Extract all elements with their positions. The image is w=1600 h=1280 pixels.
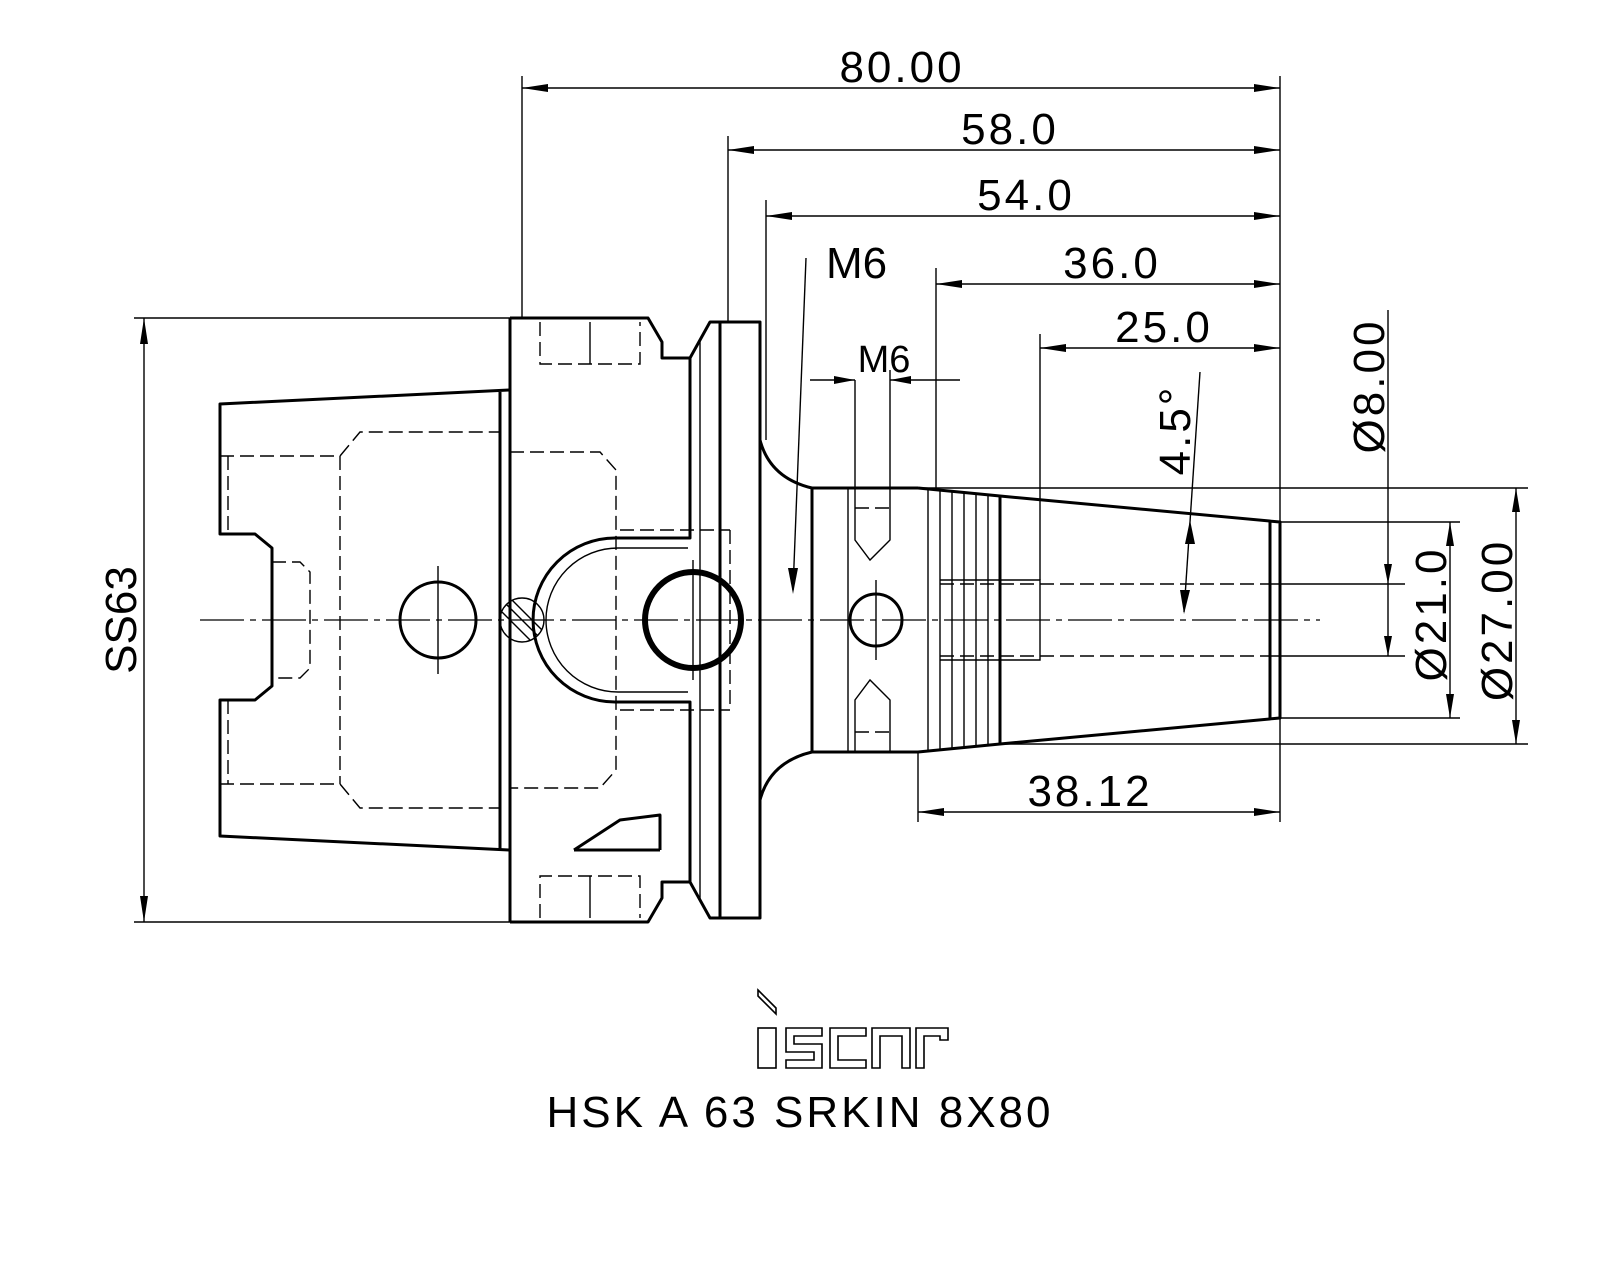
dim-length-58: 58.0 <box>961 105 1059 154</box>
drawing-title: HSK A 63 SRKIN 8X80 <box>546 1088 1054 1137</box>
flange <box>508 316 762 924</box>
dim-length-36: 36.0 <box>1063 239 1161 288</box>
iscar-logo <box>757 988 949 1069</box>
dim-thread-length: 38.12 <box>1027 767 1152 816</box>
dim-length-25: 25.0 <box>1115 303 1213 352</box>
dim-length-54: 54.0 <box>977 171 1075 220</box>
access-hole <box>531 536 744 704</box>
dim-diameter-21: Ø21.0 <box>1407 547 1456 682</box>
dim-thread-large: M6 <box>826 239 887 288</box>
dim-thread-small: M6 <box>858 339 911 381</box>
dim-diameter-27: Ø27.00 <box>1473 539 1522 701</box>
dim-bore-diameter: Ø8.00 <box>1345 319 1394 454</box>
dim-overall-length: 80.00 <box>839 43 964 92</box>
dim-flange-size: SS63 <box>97 566 146 674</box>
dim-taper-angle: 4.5° <box>1151 385 1200 476</box>
dimension-lines <box>134 76 1528 923</box>
tool-body <box>758 439 918 801</box>
